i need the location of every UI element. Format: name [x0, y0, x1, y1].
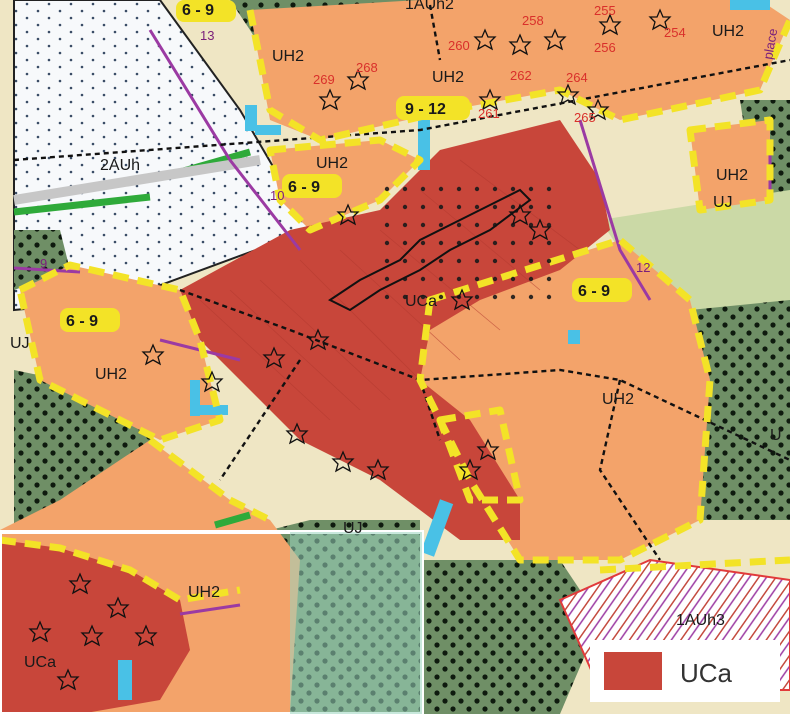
- tag-6-9-a: 6 - 9: [182, 2, 214, 19]
- parcel-number: 268: [356, 60, 378, 75]
- label-uh2-f: UH2: [95, 366, 127, 383]
- line-label-13: 13: [200, 28, 214, 43]
- zone-labels: UH2 UH2 UH2 UH2 UH2 UH2 UH2 UH2 UCa UCa …: [10, 0, 782, 671]
- uh2-zone-far-right: [690, 120, 770, 210]
- parcel-number: 256: [594, 40, 616, 55]
- height-tags: 6 - 9 9 - 12 6 - 9 6 - 9 6 - 9: [60, 0, 632, 332]
- legend-label: UCa: [680, 658, 733, 688]
- zone-borders: [0, 9, 790, 604]
- parcel-number: 262: [510, 68, 532, 83]
- boundary-lines: [13, 4, 790, 561]
- tag-6-9-b: 6 - 9: [288, 179, 320, 196]
- line-label-12: 12: [636, 260, 650, 275]
- parcel-numbers: 269 268 260 258 255 256 254 262 264 261 …: [313, 3, 686, 125]
- inset-teal-area: [290, 532, 422, 714]
- uca-zone-inset: [0, 540, 190, 714]
- uh2-zone-top: [250, 0, 790, 140]
- parcel-number: 261: [478, 106, 500, 121]
- water-features: [118, 0, 770, 700]
- uh2-zone-middle-left: [270, 140, 420, 230]
- parcel-number: 269: [313, 72, 335, 87]
- parcel-number: 264: [566, 70, 588, 85]
- label-uca-inset: UCa: [24, 654, 56, 671]
- line-label-10: 10: [270, 188, 284, 203]
- parcel-number: 255: [594, 3, 616, 18]
- line-label-9: 9: [40, 256, 47, 271]
- line-labels: 9 12 10 13 place: [40, 27, 780, 275]
- tag-9-12: 9 - 12: [405, 101, 446, 118]
- label-uh2-e: UH2: [716, 167, 748, 184]
- label-uh2-b: UH2: [432, 69, 464, 86]
- label-uh2-a: UH2: [272, 48, 304, 65]
- legend-swatch: [604, 652, 662, 690]
- label-uj-b: UJ: [10, 335, 30, 352]
- label-uj-c: UJ: [343, 520, 363, 537]
- label-uh2-d: UH2: [316, 155, 348, 172]
- label-u-edge: U: [770, 427, 782, 444]
- place-label: place: [760, 27, 780, 60]
- label-top-cut: 1AUh2: [405, 0, 454, 13]
- tag-6-9-d: 6 - 9: [578, 283, 610, 300]
- label-uj-a: UJ: [713, 194, 733, 211]
- label-2auh: 2AUh: [100, 157, 140, 174]
- label-1auh3: 1AUh3: [676, 612, 725, 629]
- label-uh2-g: UH2: [602, 391, 634, 408]
- parcel-number: 258: [522, 13, 544, 28]
- label-uca-main: UCa: [405, 293, 437, 310]
- building-outline: [328, 188, 532, 312]
- legend: UCa: [590, 640, 780, 702]
- parcel-number: 260: [448, 38, 470, 53]
- label-uh2-inset: UH2: [188, 584, 220, 601]
- parcel-number: 254: [664, 25, 686, 40]
- label-uh2-c: UH2: [712, 23, 744, 40]
- forest-zone-bottom-right: [420, 560, 600, 714]
- road: [13, 155, 261, 205]
- tag-6-9-c: 6 - 9: [66, 313, 98, 330]
- parcel-number: 265: [574, 110, 596, 125]
- heritage-stars: [28, 8, 672, 691]
